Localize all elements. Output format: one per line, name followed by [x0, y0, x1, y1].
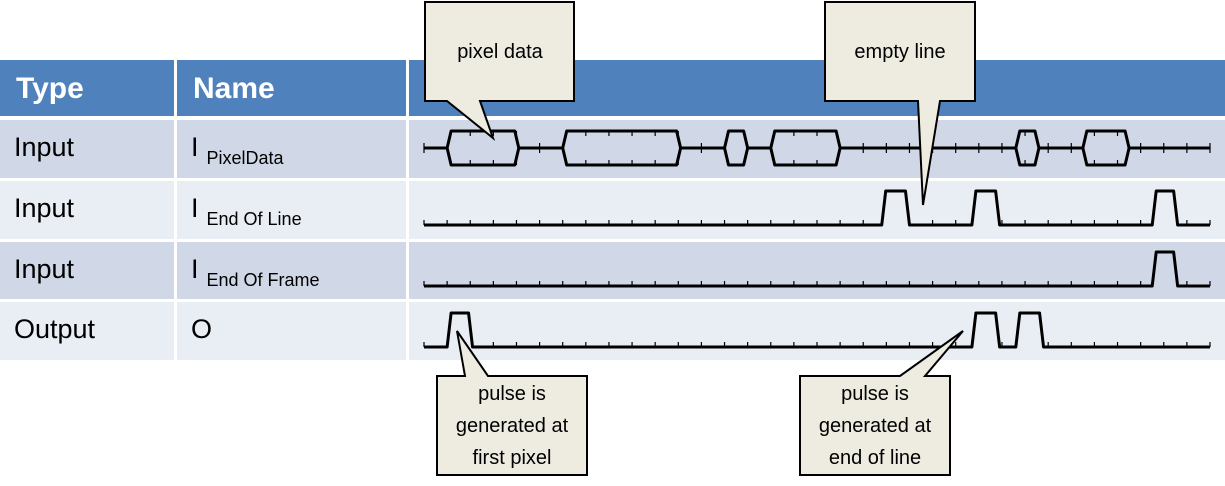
name-cell: I PixelData — [177, 120, 406, 178]
type-cell: Output — [0, 302, 174, 360]
signal-name-main: I — [191, 193, 199, 223]
name-cell: I End Of Line — [177, 181, 406, 239]
callout-text: generated at — [456, 415, 569, 437]
waveform-cell — [409, 242, 1225, 299]
signal-name: I End Of Frame — [191, 254, 320, 290]
signal-name: I End Of Line — [191, 193, 302, 229]
type-label: Output — [14, 314, 96, 344]
callout-pixel-data: pixel data — [424, 1, 575, 141]
callout-text: pulse is — [841, 383, 909, 405]
signal-name-subscript: PixelData — [206, 148, 284, 168]
callout-text: pulse is — [478, 383, 546, 405]
waveform-cell — [409, 302, 1225, 360]
waveform-PixelData — [424, 129, 1210, 167]
type-label: Input — [14, 254, 75, 284]
signal-name-main: O — [191, 314, 213, 344]
waveform-EndOfFrame — [424, 250, 1210, 288]
callout-end-of-line: pulse is generated at end of line — [799, 330, 964, 476]
header-type: Type — [0, 60, 174, 116]
callout-text: first pixel — [473, 447, 552, 469]
callout-shape — [799, 330, 964, 476]
callout-text: end of line — [829, 447, 921, 469]
callout-text: pixel data — [457, 41, 543, 63]
callout-shape — [424, 1, 575, 141]
callout-text: empty line — [854, 41, 945, 63]
signal-name: I PixelData — [191, 132, 284, 168]
signal-name: O — [191, 314, 220, 345]
header-name: Name — [177, 60, 406, 116]
callout-shape — [436, 330, 588, 476]
name-cell: I End Of Frame — [177, 242, 406, 299]
signal-name-subscript: End Of Frame — [206, 270, 320, 290]
type-label: Input — [14, 132, 75, 162]
callout-empty-line: empty line — [824, 1, 976, 206]
table-row: Output O — [0, 302, 1225, 360]
type-cell: Input — [0, 181, 174, 239]
table-row: Input I End Of Line — [0, 181, 1225, 239]
type-cell: Input — [0, 242, 174, 299]
waveforms — [423, 129, 1211, 349]
type-cell: Input — [0, 120, 174, 178]
waveform-Output — [424, 311, 1210, 349]
callout-text: generated at — [819, 415, 932, 437]
signal-name-main: I — [191, 132, 199, 162]
signal-name-main: I — [191, 254, 199, 284]
header-type-label: Type — [16, 72, 84, 105]
table-row: Input I End Of Frame — [0, 242, 1225, 299]
signal-name-subscript: End Of Line — [206, 209, 302, 229]
waveform-cell — [409, 181, 1225, 239]
name-cell: O — [177, 302, 406, 360]
header-name-label: Name — [193, 72, 275, 105]
callout-first-pixel: pulse is generated at first pixel — [436, 330, 588, 476]
type-label: Input — [14, 193, 75, 223]
waveform-EndOfLine — [424, 189, 1210, 227]
callout-shape — [824, 1, 976, 206]
